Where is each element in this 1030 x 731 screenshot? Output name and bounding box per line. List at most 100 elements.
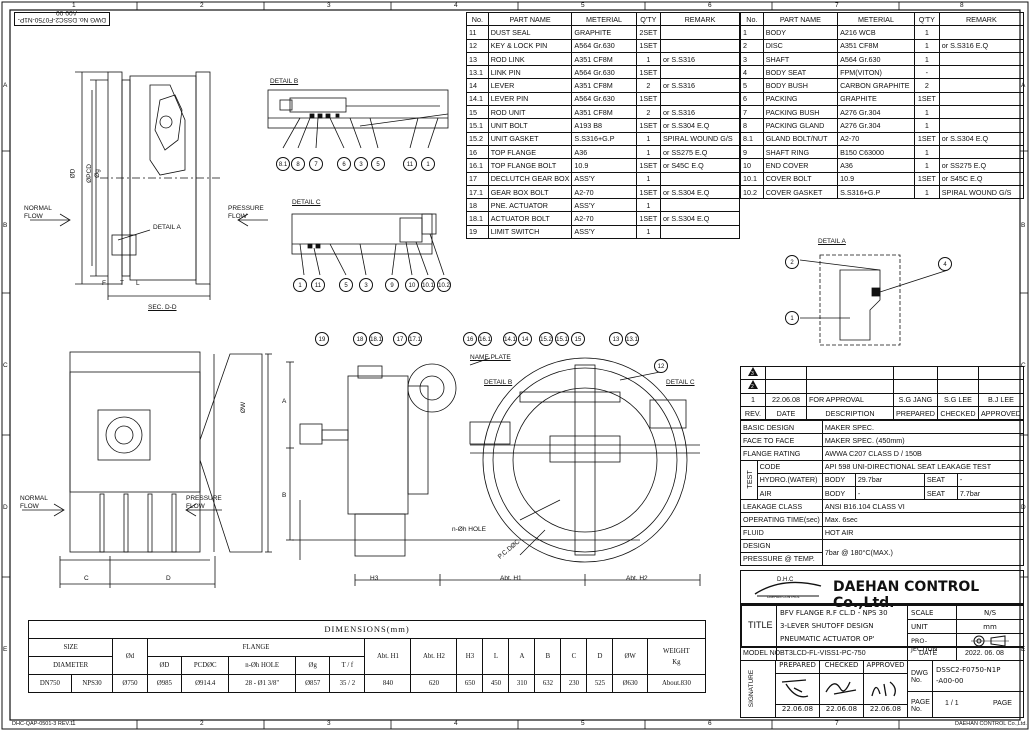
parts-left-cell: UNIT GASKET xyxy=(487,131,573,146)
drawing-number-stamp-value: DSSC2-F0750-N1P-A00-00 xyxy=(17,9,77,23)
spec-face-to-face-label: FACE TO FACE xyxy=(740,433,823,448)
page-label: PAGE No. xyxy=(911,699,930,713)
part-balloon: 10.2 xyxy=(437,278,451,292)
drawing-number-stamp: DWG No. DSSC2-F0750-N1P-A00-00 xyxy=(14,9,110,26)
parts-right-cell: or S45C E.Q xyxy=(938,171,1025,186)
part-balloon: 11 xyxy=(311,278,325,292)
parts-right-cell: SHAFT RING xyxy=(762,144,839,160)
parts-right-cell: A276 Gr.304 xyxy=(837,118,915,133)
spec-code-value: API 598 UNI-DIRECTIONAL SEAT LEAKAGE TES… xyxy=(821,459,1025,474)
spec-hydro-seat-value: - xyxy=(956,472,1025,487)
handwritten-signature-checked xyxy=(825,681,857,695)
revision-cell xyxy=(764,379,807,394)
detail-b-callout: DETAIL B xyxy=(484,379,513,386)
unit-value-cell: mm xyxy=(956,619,1024,634)
parts-left-cell: LIMIT SWITCH xyxy=(487,224,573,240)
dim-h-w: ØW xyxy=(612,638,648,675)
parts-right-cell: 6 xyxy=(740,91,764,107)
parts-left-header-no: No. xyxy=(466,11,489,27)
parts-left-cell: 1 xyxy=(635,144,662,160)
parts-right-cell: PACKING BUSH xyxy=(762,105,839,120)
parts-right-cell: S.S316+G.P xyxy=(837,184,915,200)
parts-left-cell: 17 xyxy=(466,171,489,186)
dim-value-cell: 632 xyxy=(534,674,562,693)
dim-h2: Abt. H2 xyxy=(626,575,648,582)
parts-right-cell: 5 xyxy=(740,78,764,93)
parts-left-cell: A2-70 xyxy=(571,184,637,200)
part-balloon: 2 xyxy=(785,255,799,269)
dimensions-table: DIMENSIONS(mm) SIZE Ød FLANGE Abt. H1 Ab… xyxy=(27,620,707,693)
parts-left-cell: ROD UNIT xyxy=(487,105,573,120)
dim-value-cell: NPS30 xyxy=(70,674,114,693)
parts-right-cell: BODY BUSH xyxy=(762,78,839,93)
parts-right-cell: 1 xyxy=(913,25,940,40)
spec-air-seat-value: 7.7bar xyxy=(956,485,1025,501)
pressure-flow-word-1b: PRESSURE xyxy=(186,495,222,502)
dim-value-cell: 620 xyxy=(410,674,458,693)
part-balloon: 8 xyxy=(291,157,305,171)
dwg-value-line-2: -A00-00 xyxy=(936,677,964,685)
part-balloon: 14 xyxy=(518,332,532,346)
detail-a-view xyxy=(799,254,949,346)
grid-row-c-right: C xyxy=(1021,362,1026,369)
grid-col-8: 8 xyxy=(960,2,964,9)
parts-left-cell: KEY & LOCK PIN xyxy=(487,38,573,53)
grid-row-b: B xyxy=(3,222,8,229)
grid-col-7-bottom: 7 xyxy=(835,720,839,727)
grid-col-6-bottom: 6 xyxy=(708,720,712,727)
parts-left-cell: 10.9 xyxy=(571,158,637,173)
part-balloon: 10 xyxy=(405,278,419,292)
hole-note: n-Øh HOLE xyxy=(452,526,486,533)
scale-label-cell: SCALE xyxy=(907,605,957,620)
parts-right-cell: 1SET xyxy=(913,171,940,186)
dim-h-h3: H3 xyxy=(456,638,484,675)
parts-left-cell: A564 Gr.630 xyxy=(571,91,637,107)
dim-value-cell: Ø985 xyxy=(146,674,183,693)
parts-left-cell: TOP FLANGE BOLT xyxy=(487,158,573,173)
sec-dd-view xyxy=(30,71,268,300)
spec-face-to-face-value: MAKER SPEC. (450mm) xyxy=(821,433,1025,448)
normal-flow-word-2b: FLOW xyxy=(20,503,39,510)
dim-a: A xyxy=(282,398,287,405)
grid-row-b-right: B xyxy=(1021,222,1026,229)
grid-row-e: E xyxy=(3,646,8,653)
title-block: TITLE BFV FLANGE R.F CL.D - NPS 30 3-LEV… xyxy=(740,604,1024,653)
parts-left-cell: S.S316+G.P xyxy=(571,131,637,146)
model-row: MODEL NO. BT3LCD-FL-VISS1-PC-750 DATE 20… xyxy=(740,647,1024,661)
dim-h-l: L xyxy=(482,638,510,675)
part-balloon: 13 xyxy=(609,332,623,346)
parts-left-cell: 13 xyxy=(466,51,489,67)
parts-left-cell: ACTUATOR BOLT xyxy=(487,211,573,226)
grid-col-4: 4 xyxy=(454,2,458,9)
parts-left-cell: A193 B8 xyxy=(571,118,637,133)
dim-h-dd: D xyxy=(586,638,614,675)
handwritten-signature-approved xyxy=(871,681,896,697)
rev-header-checked: CHECKED xyxy=(936,405,979,421)
part-balloon: 1 xyxy=(421,157,435,171)
dim-title: DIMENSIONS(mm) xyxy=(28,620,706,639)
revision-cell xyxy=(892,379,938,394)
date-label: DATE xyxy=(919,650,938,657)
parts-right-cell: 7 xyxy=(740,105,764,120)
parts-left-cell: PNE. ACTUATOR xyxy=(487,198,573,213)
parts-left-cell: 18.1 xyxy=(466,211,489,226)
grid-col-6: 6 xyxy=(708,2,712,9)
sign-date-checked-cell: 22.06.08 xyxy=(819,704,864,718)
part-balloon: 14.1 xyxy=(503,332,517,346)
dim-value-cell: 450 xyxy=(482,674,510,693)
parts-left-cell xyxy=(660,38,740,53)
signature-block: SIGNATURE PREPARED CHECKED APPROVED 22.0… xyxy=(740,660,1024,718)
parts-right-cell: BODY xyxy=(762,25,839,40)
